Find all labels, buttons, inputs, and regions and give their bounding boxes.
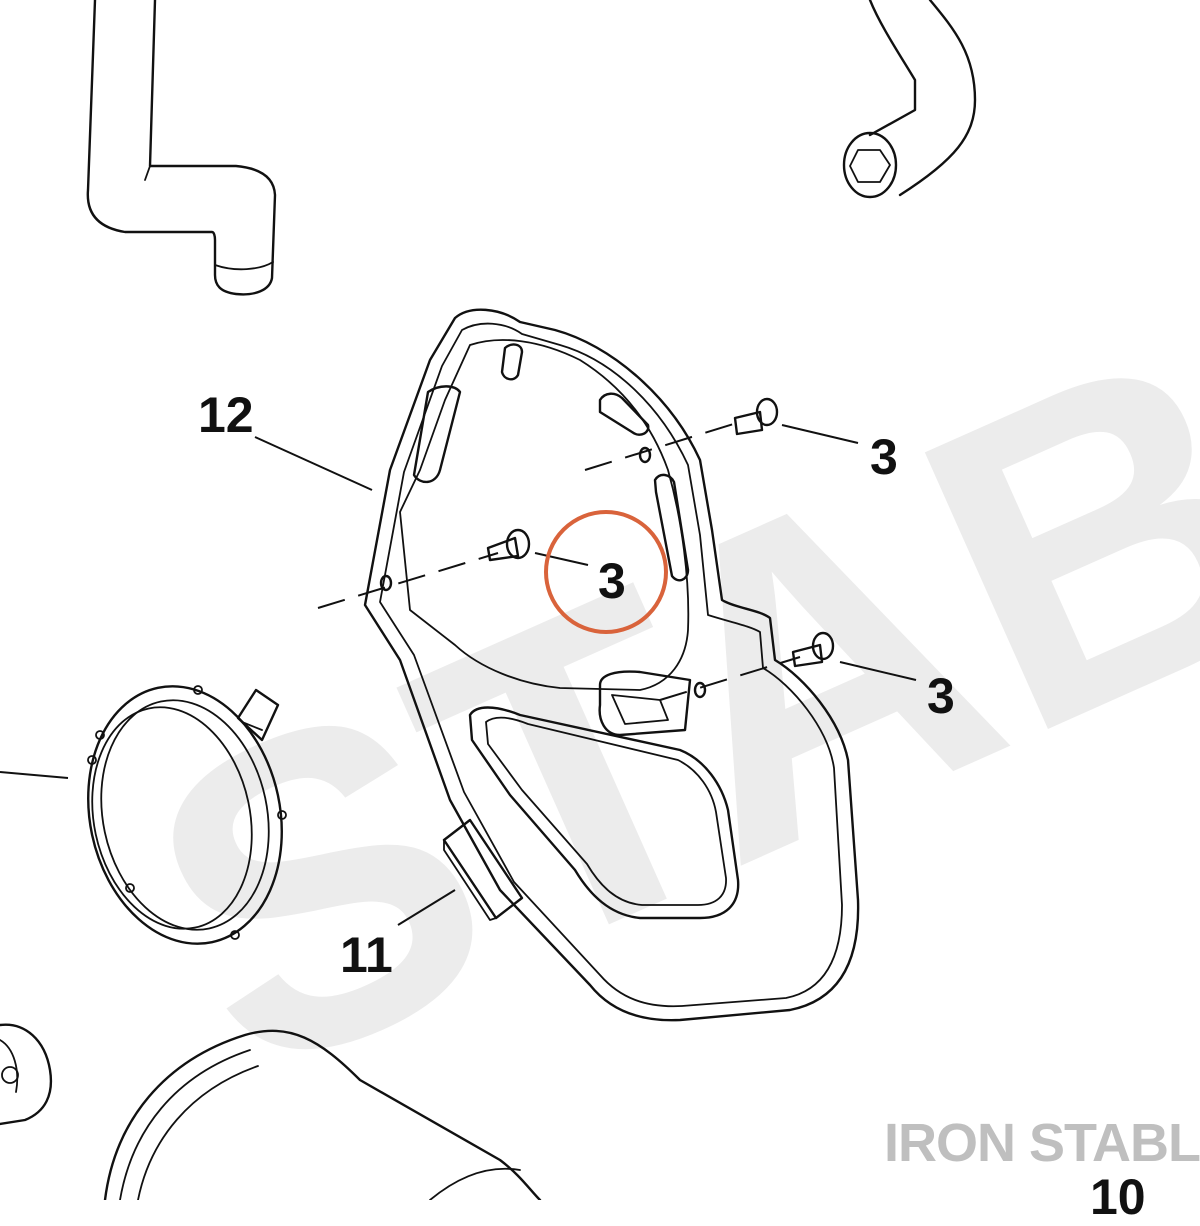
left-breather-hose: [86, 0, 277, 296]
assembly-axis-upper: [584, 421, 741, 471]
leader-3-upper: [781, 424, 859, 444]
callout-12: 12: [198, 387, 254, 443]
callout-10-partial: 10: [1090, 1169, 1146, 1225]
callout-11: 11: [340, 927, 393, 983]
bolt-upper-right: [733, 397, 779, 436]
assembly-axis-center: [317, 552, 499, 609]
leader-3-center: [534, 552, 589, 566]
fitting-bottom-left: [0, 1023, 53, 1126]
callout-3-highlighted: 3: [598, 553, 626, 609]
watermark: STABLE: [86, 20, 1200, 1171]
watermark-text: STABLE: [86, 20, 1200, 1171]
backplate: [363, 308, 860, 1022]
leader-ring-clamp: [0, 771, 69, 779]
callout-3-upper: 3: [870, 429, 898, 485]
leader-11: [397, 889, 456, 926]
ring-clamp: [87, 685, 287, 945]
brand-wordmark: IRON STABLE: [884, 1113, 1200, 1173]
exploded-parts-diagram: STABLE: [0, 0, 1200, 1200]
callout-3-lower: 3: [927, 668, 955, 724]
bolt-lower-right: [791, 631, 835, 668]
highlight-circle: [544, 510, 668, 634]
leader-12: [254, 436, 373, 491]
leader-3-lower: [839, 661, 917, 681]
assembly-axis-lower: [659, 656, 801, 701]
filter-housing: [103, 1029, 542, 1200]
right-breather-hose: [842, 0, 977, 199]
foam-pad: [442, 818, 524, 921]
